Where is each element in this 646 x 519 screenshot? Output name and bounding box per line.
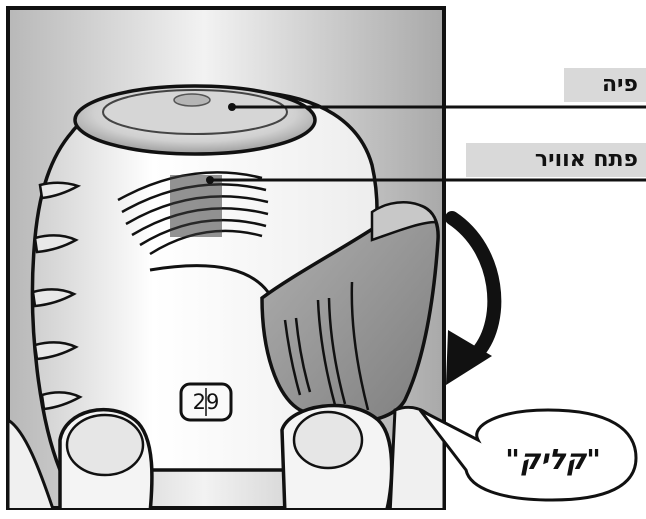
curved-down-arrow-icon [445,211,502,385]
mouthpiece-label: פיה [564,68,646,102]
air-vent-label: פתח אוויר [466,143,646,177]
grip-ridges [31,181,83,411]
leader-lines [206,103,646,184]
click-sound-label: "קליק" [505,443,601,476]
click-speech-bubble [418,408,638,502]
dose-counter-value: 29 [192,390,220,414]
